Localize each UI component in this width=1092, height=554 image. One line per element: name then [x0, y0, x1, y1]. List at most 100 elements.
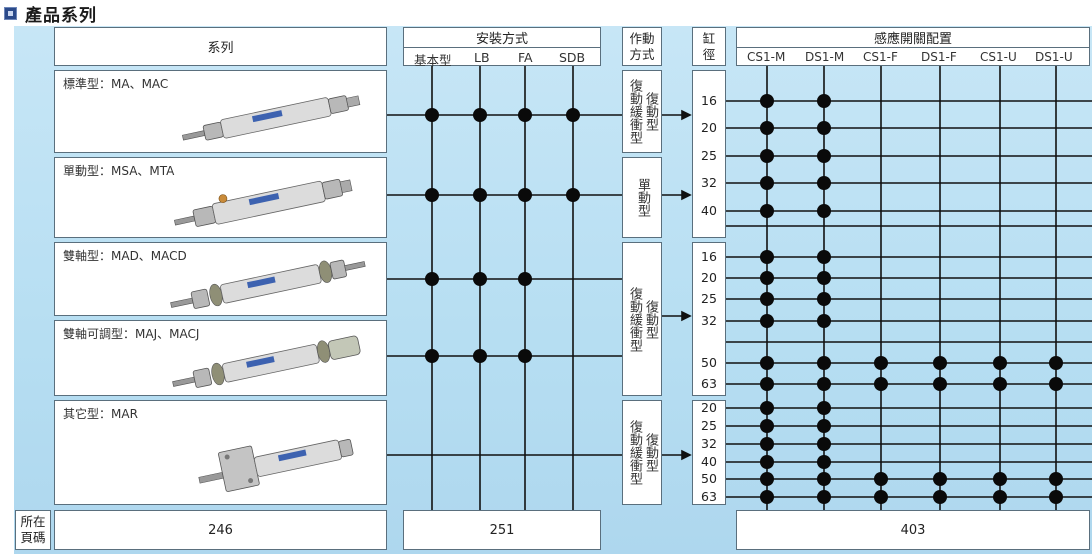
sensor-dot [874, 356, 888, 370]
page-ref-mounting: 251 [403, 510, 601, 550]
bore-size-label: 16 [701, 93, 717, 108]
sensor-dot [760, 292, 774, 306]
arrow-head-icon [681, 310, 692, 322]
mounting-header-label: 安裝方式 [475, 32, 528, 47]
series-header-label: 系列 [207, 41, 234, 56]
sensor-header: 感應開關配置 CS1-M DS1-M CS1-F DS1-F CS1-U DS1… [736, 27, 1090, 66]
bore-size-label: 20 [701, 270, 717, 285]
action-header-label: 作動方式 [629, 30, 655, 62]
page-ref-label: 所在頁碼 [20, 514, 46, 545]
page-number-mounting: 251 [489, 522, 515, 538]
action-label: 復動型 復動緩衝型 [627, 420, 658, 485]
mounting-type-lb: LB [474, 50, 490, 65]
sensor-dot [933, 356, 947, 370]
sensor-type-ds1u: DS1-U [1035, 50, 1073, 64]
series-name: 雙軸型：MAD、MACD [63, 249, 187, 263]
bore-size-label: 32 [701, 313, 717, 328]
sensor-dot [760, 204, 774, 218]
series-row-other: 其它型：MAR [54, 400, 387, 505]
mounting-dot [473, 272, 487, 286]
page-ref-header: 所在頁碼 [15, 510, 51, 550]
cylinder-image-single-acting [174, 178, 353, 227]
action-group-3: 復動型 復動緩衝型 [622, 242, 662, 396]
sensor-dot [760, 94, 774, 108]
sensor-type-ds1m: DS1-M [805, 50, 845, 64]
sensor-dot [993, 356, 1007, 370]
sensor-dot [760, 314, 774, 328]
sensor-dot [817, 292, 831, 306]
bore-size-label: 50 [701, 471, 717, 486]
sensor-dot [993, 377, 1007, 391]
mounting-type-basic: 基本型 [414, 53, 452, 68]
sensor-dot [760, 419, 774, 433]
bore-group-1 [692, 70, 726, 238]
mounting-type-sdb: SDB [559, 50, 586, 65]
mounting-header: 安裝方式 基本型 LB FA SDB [403, 27, 601, 68]
sensor-type-cs1m: CS1-M [747, 50, 786, 64]
bore-group-2 [692, 242, 726, 396]
sensor-type-cs1f: CS1-F [863, 50, 898, 64]
mounting-dot [566, 108, 580, 122]
bore-size-label: 63 [701, 376, 717, 391]
arrow-head-icon [681, 189, 692, 201]
series-name: 單動型：MSA、MTA [63, 164, 175, 178]
arrow-head-icon [681, 449, 692, 461]
page-number-series: 246 [208, 522, 233, 538]
bore-size-label: 40 [701, 454, 717, 469]
cylinder-image-double-rod [170, 259, 366, 309]
action-label: 單動型 [635, 178, 650, 217]
cylinder-image-adjustable [172, 335, 361, 388]
action-label: 復動型 復動緩衝型 [627, 286, 658, 352]
sensor-dot [1049, 490, 1063, 504]
mounting-type-fa: FA [518, 50, 533, 65]
mounting-dot [425, 188, 439, 202]
bore-size-label: 25 [701, 148, 717, 163]
sensor-dot [817, 401, 831, 415]
series-name: 雙軸可調型：MAJ、MACJ [63, 327, 200, 341]
arrow-head-icon [681, 109, 692, 121]
sensor-dot [933, 472, 947, 486]
sensor-dot [760, 176, 774, 190]
mounting-dot [473, 349, 487, 363]
sensor-dot [760, 490, 774, 504]
square-bullet-icon [4, 6, 17, 20]
cylinder-image-standard [182, 95, 361, 141]
mounting-dot [566, 188, 580, 202]
title-bar: 產品系列 [4, 2, 97, 26]
mounting-dot [425, 349, 439, 363]
page-number-sensor: 403 [900, 522, 926, 538]
sensor-dot [817, 419, 831, 433]
sensor-type-cs1u: CS1-U [980, 50, 1017, 64]
bore-size-label: 32 [701, 175, 717, 190]
sensor-dot [817, 472, 831, 486]
mounting-dot [518, 188, 532, 202]
sensor-dot [760, 121, 774, 135]
sensor-dot [817, 250, 831, 264]
series-row-single-acting: 單動型：MSA、MTA [54, 157, 387, 238]
page-ref-sensor: 403 [736, 510, 1090, 550]
sensor-dot [817, 271, 831, 285]
sensor-dot [874, 490, 888, 504]
bore-size-label: 20 [701, 120, 717, 135]
bore-size-label: 25 [701, 291, 717, 306]
series-header: 系列 [54, 27, 387, 66]
bore-header: 缸徑 [692, 27, 726, 66]
bore-size-label: 40 [701, 203, 717, 218]
sensor-dot [817, 94, 831, 108]
sensor-dot [817, 455, 831, 469]
sensor-dot [1049, 472, 1063, 486]
bore-size-label: 63 [701, 489, 717, 504]
series-name: 標準型：MA、MAC [63, 77, 169, 91]
bore-size-label: 16 [701, 249, 717, 264]
sensor-dot [817, 314, 831, 328]
series-row-double-rod: 雙軸型：MAD、MACD [54, 242, 387, 316]
sensor-dot [760, 149, 774, 163]
bore-header-label: 缸徑 [702, 30, 716, 62]
bore-size-label: 50 [701, 355, 717, 370]
sensor-dot [760, 472, 774, 486]
series-row-adjustable-double-rod: 雙軸可調型：MAJ、MACJ [54, 320, 387, 396]
action-group-4: 復動型 復動緩衝型 [622, 400, 662, 505]
sensor-dot [760, 437, 774, 451]
